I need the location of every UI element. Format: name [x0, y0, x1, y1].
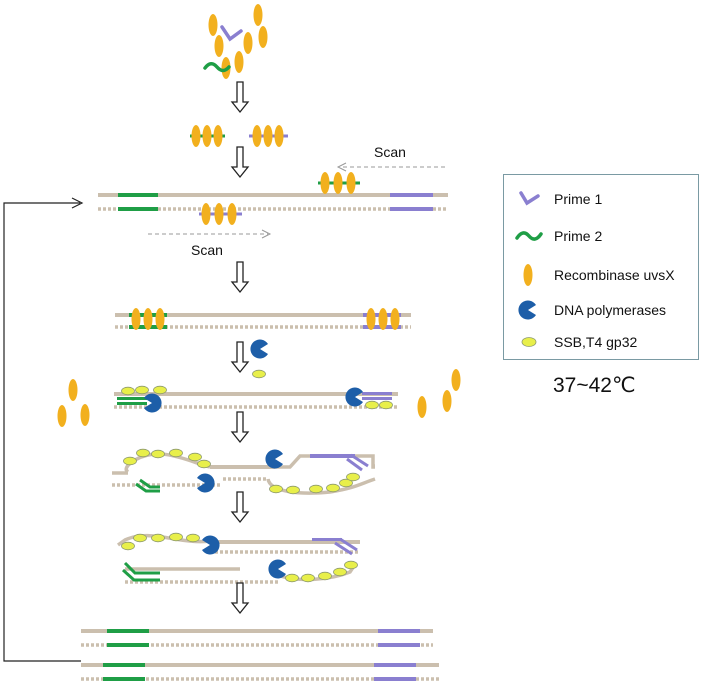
cycle-return-arrow	[3, 197, 84, 662]
recombinase-icon	[523, 264, 533, 286]
ssb-protein-icon	[521, 337, 537, 347]
temperature-label: 37~42℃	[553, 374, 636, 397]
legend-label: Prime 2	[554, 228, 603, 244]
free-reagents	[203, 4, 268, 79]
legend: Prime 1 Prime 2 Recombinase uvsX DNA pol…	[503, 174, 699, 360]
amplified-products	[81, 629, 439, 681]
strand-separation	[116, 532, 360, 584]
elongation-d-loop	[112, 448, 376, 495]
legend-item-polymerase: DNA polymerases	[504, 297, 700, 325]
dsdna-recombinase-bound	[115, 308, 411, 330]
primer-1-icon	[519, 191, 540, 206]
polymerase-icon	[518, 300, 536, 320]
legend-item-primer-2: Prime 2	[504, 223, 700, 251]
legend-label: Recombinase uvsX	[554, 267, 675, 283]
scan-label-bottom: Scan	[191, 242, 223, 258]
scan-label-top: Scan	[374, 144, 406, 160]
primer-2-icon	[515, 231, 543, 241]
dsdna-scanning	[98, 162, 448, 239]
legend-item-primer-1: Prime 1	[504, 185, 700, 213]
primer-recombinase-complexes	[190, 125, 288, 147]
legend-label: DNA polymerases	[554, 302, 667, 318]
legend-label: Prime 1	[554, 191, 603, 207]
strand-invasion	[57, 369, 461, 427]
legend-item-recombinase: Recombinase uvsX	[504, 261, 700, 289]
legend-label: SSB,T4 gp32	[554, 334, 638, 350]
legend-item-ssb: SSB,T4 gp32	[504, 329, 700, 357]
